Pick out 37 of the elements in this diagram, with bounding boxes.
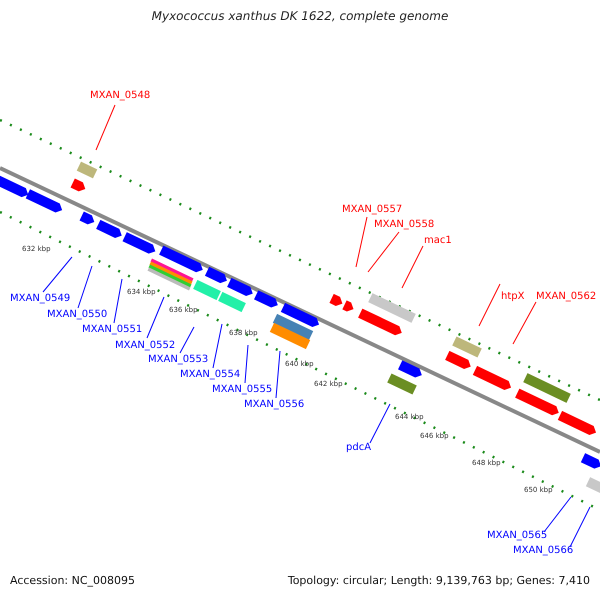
gene-label: MXAN_0558 [374,219,434,231]
leader-line [146,296,164,338]
leader-line [544,496,572,532]
diagram-title: Myxococcus xanthus DK 1622, complete genome [150,10,450,22]
leader-line [96,104,116,150]
gene-label: MXAN_0549 [10,293,70,305]
leader-line [478,284,500,326]
leader-line [42,256,72,292]
gene-label: MXAN_0566 [513,545,574,557]
gene-label: MXAN_0565 [487,530,548,542]
leader-line [370,404,390,444]
gene-label: MXAN_0556 [244,399,304,411]
leader-line [180,326,194,354]
gene-label: MXAN_0562 [536,291,596,303]
gene-label: MXAN_0553 [148,354,208,366]
leader-line [276,350,280,398]
leader-line [78,266,92,308]
leader-line [356,216,368,268]
leader-line [244,344,248,384]
leader-line [512,302,536,344]
gene-label: MXAN_0552 [115,340,176,352]
leader-line [114,278,122,324]
accession-text: Accession: NC_008095 [10,575,136,587]
genome-summary-text: Topology: circular; Length: 9,139,763 bp; Genes: 7,410 [288,575,590,587]
gene-label: mac1 [424,235,452,247]
gene-label: MXAN_0557 [342,204,402,216]
leader-line [212,324,222,368]
gene-label: MXAN_0555 [212,384,272,396]
gene-label: MXAN_0551 [82,324,142,336]
leader-line [570,506,590,548]
gene-label: pdcA [346,442,372,454]
gene-label: htpX [501,291,524,303]
leader-line [368,232,400,272]
leader-line [402,246,424,288]
gene-label: MXAN_0554 [180,369,240,381]
gene-label: MXAN_0550 [47,309,108,321]
gene-label: MXAN_0548 [90,90,150,102]
